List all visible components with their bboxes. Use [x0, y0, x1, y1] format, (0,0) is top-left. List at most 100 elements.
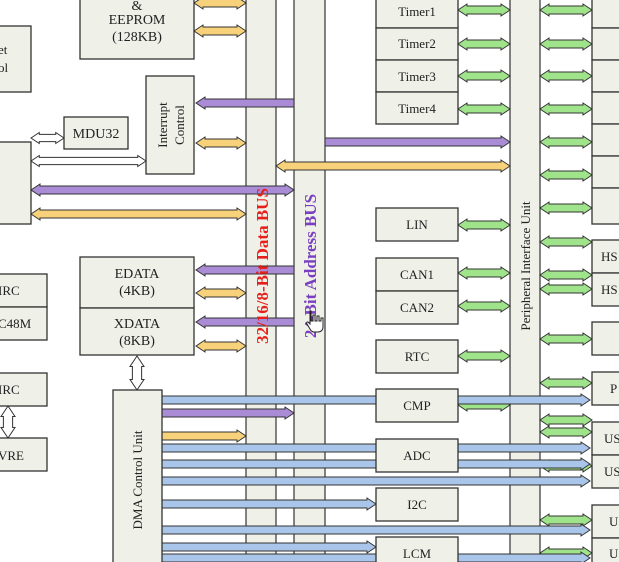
connection-arrow-19	[539, 168, 593, 182]
connection-arrow-15	[539, 37, 593, 51]
hs-label-1: HS	[601, 249, 618, 264]
can2-label: CAN2	[400, 300, 434, 315]
connection-arrow-36	[195, 263, 295, 277]
p-block	[591, 371, 619, 406]
connection-arrow-37	[195, 286, 247, 300]
adc-label: ADC	[403, 448, 430, 463]
edata-block	[79, 256, 195, 309]
timer3-label: Timer3	[398, 69, 436, 84]
timer4-label: Timer4	[398, 101, 436, 116]
connection-arrow-16	[539, 69, 593, 83]
connection-arrow-47	[161, 474, 591, 488]
p-label: P	[610, 381, 617, 396]
i2c-label: I2C	[407, 497, 427, 512]
connection-arrow-34	[457, 349, 511, 363]
connection-arrow-0	[193, 0, 247, 10]
mdu32-label: MDU32	[73, 127, 120, 142]
right-block-8	[591, 321, 619, 356]
connection-arrow-43	[161, 406, 295, 420]
arrow-layer	[0, 0, 593, 562]
left-top-label-2: ol	[0, 60, 9, 75]
rtc-label: RTC	[405, 349, 430, 364]
connection-arrow-49	[161, 523, 591, 537]
can1-label: CAN1	[400, 267, 434, 282]
right-block-3	[591, 59, 619, 93]
connection-arrow-1	[193, 24, 247, 38]
us-label-2: US	[604, 464, 619, 479]
connection-arrow-18	[539, 135, 593, 149]
dma-control-unit-block	[112, 389, 163, 562]
irc-label-1: IRC	[0, 283, 20, 298]
connection-arrow-17	[539, 102, 593, 116]
eeprom-label: EEPROM	[109, 13, 166, 28]
hs-block-1	[591, 239, 619, 274]
connection-arrow-33	[457, 299, 511, 313]
right-block-2	[591, 27, 619, 61]
connection-arrow-22	[539, 268, 593, 282]
dma-label: DMA Control Unit	[130, 430, 145, 529]
connection-arrow-44	[161, 429, 247, 443]
eeprom-block	[79, 0, 195, 60]
connection-arrow-4	[30, 131, 65, 145]
hs-label-2: HS	[601, 282, 618, 297]
timer4-block	[375, 91, 459, 125]
cmp-label: CMP	[403, 398, 430, 413]
connection-arrow-10	[457, 3, 511, 17]
connection-arrow-11	[457, 37, 511, 51]
can2-block	[375, 290, 459, 325]
lcm-block	[375, 536, 459, 562]
interrupt-control-block	[145, 75, 195, 175]
connection-arrow-14	[539, 3, 593, 17]
xdata-size-label: (8KB)	[119, 334, 155, 349]
connection-arrow-8	[324, 135, 511, 149]
right-block-6	[591, 155, 619, 189]
left-top-block	[0, 25, 32, 93]
connection-arrow-32	[457, 266, 511, 280]
u-block-1	[591, 504, 619, 539]
interrupt-label-1: Interrupt	[155, 102, 170, 148]
connection-arrow-3	[195, 136, 247, 150]
connection-arrow-26	[539, 413, 593, 427]
adc-block	[375, 438, 459, 473]
cmp-block	[375, 388, 459, 423]
eeprom-size-label: (128KB)	[112, 30, 162, 45]
connection-arrow-2	[195, 96, 295, 110]
connection-arrow-23	[539, 282, 593, 296]
connection-arrow-12	[457, 69, 511, 83]
connection-arrow-29	[539, 513, 593, 527]
connection-arrow-5	[30, 154, 147, 168]
left-top-label-1: et	[0, 42, 8, 57]
mdu32-block	[63, 116, 129, 150]
data-bus-label: 32/16/8-Bit Data BUS	[253, 188, 272, 344]
c48m-block	[0, 306, 48, 341]
irc-block-2	[0, 372, 48, 407]
xdata-label: XDATA	[114, 317, 161, 332]
edata-size-label: (4KB)	[119, 284, 155, 299]
connection-arrow-41	[0, 405, 16, 439]
connection-arrow-6	[30, 183, 295, 197]
piu-label: Peripheral Interface Unit	[518, 201, 533, 331]
connection-arrow-40	[129, 355, 145, 391]
timer2-block	[375, 27, 459, 61]
right-block-1	[591, 0, 619, 29]
us-label-1: US	[604, 431, 619, 446]
connection-arrow-20	[539, 201, 593, 215]
timer3-block	[375, 59, 459, 93]
connection-arrow-24	[539, 332, 593, 346]
right-block-7	[591, 187, 619, 225]
lin-label: LIN	[406, 217, 428, 232]
connection-arrow-31	[457, 218, 511, 232]
interrupt-label-2: Control	[172, 105, 187, 145]
edata-label: EDATA	[115, 267, 161, 282]
timer1-label: Timer1	[398, 4, 436, 19]
connection-arrow-13	[457, 102, 511, 116]
u-block-2	[591, 537, 619, 562]
connection-arrow-9	[275, 159, 511, 173]
lcm-label: LCM	[403, 546, 432, 561]
u-label-2: U	[609, 546, 619, 561]
timer1-block	[375, 0, 459, 29]
hand-cursor-icon	[306, 310, 324, 333]
right-block-5	[591, 123, 619, 157]
us-block-2	[591, 454, 619, 489]
